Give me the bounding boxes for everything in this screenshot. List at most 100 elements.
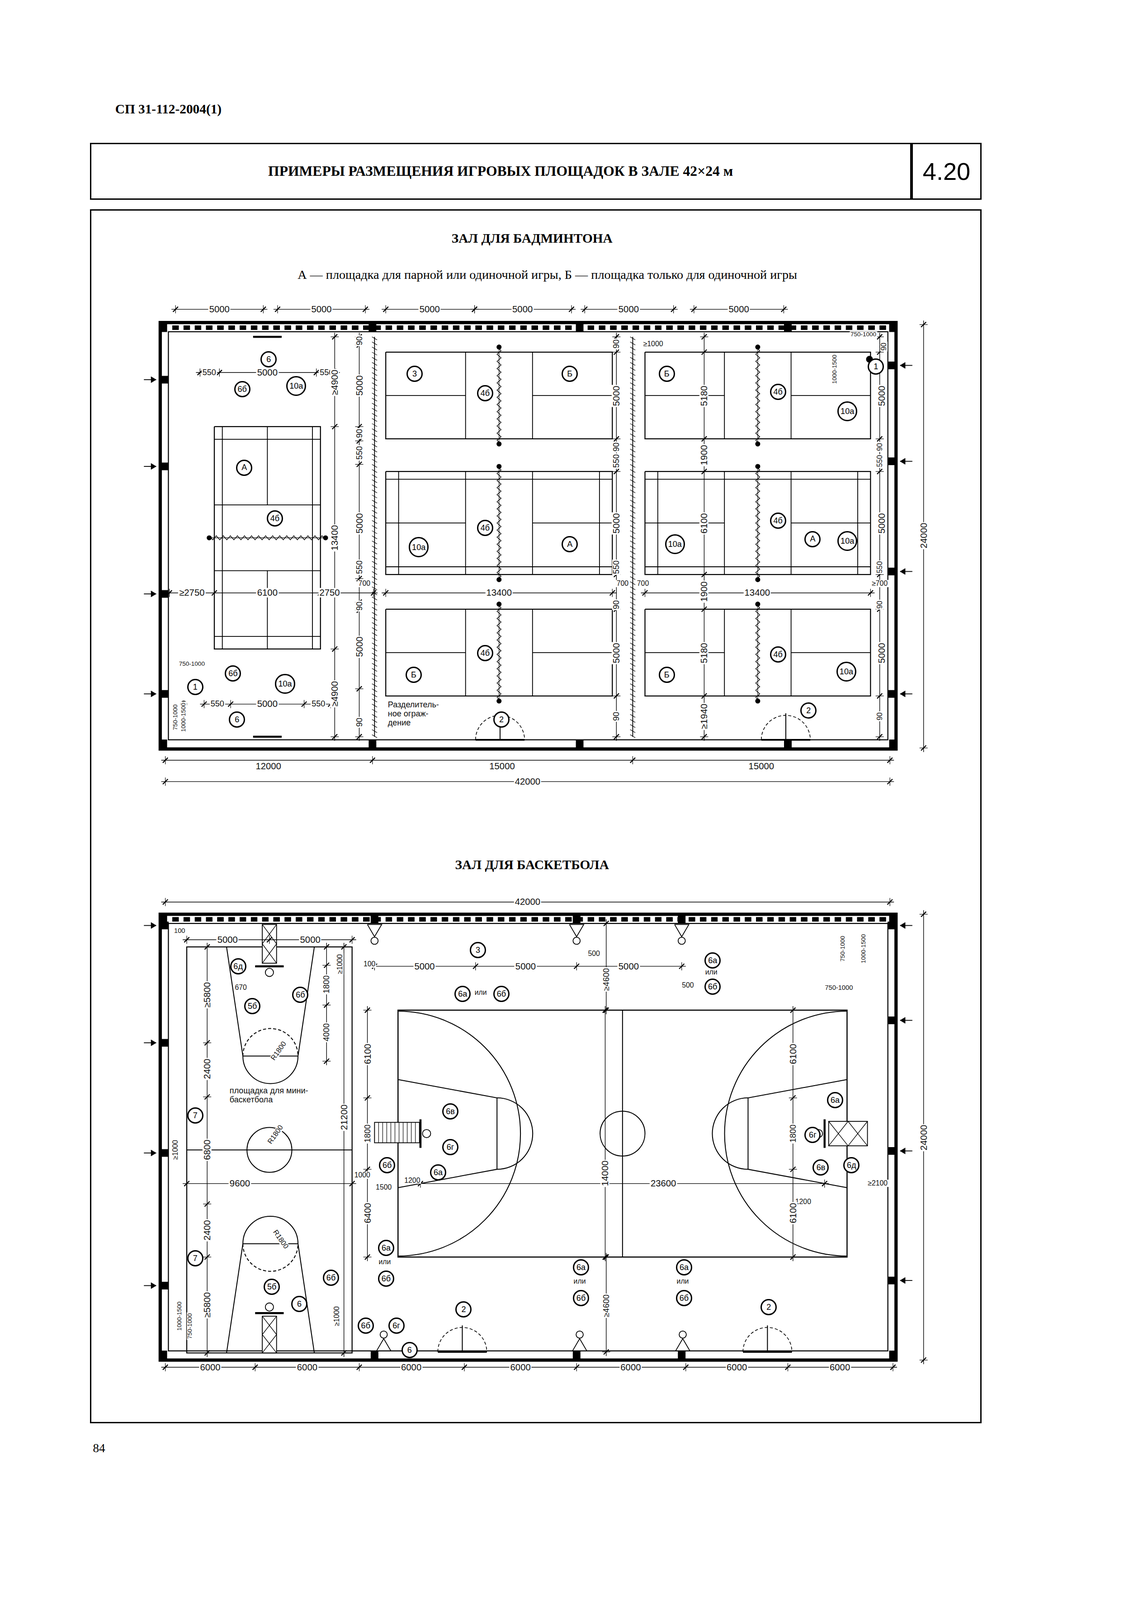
fence-hatch [372, 418, 378, 422]
net-post [755, 464, 761, 469]
dimension-label: ≥5800 [202, 981, 212, 1009]
fence-hatch [630, 719, 636, 723]
dimension-label: 6100 [256, 588, 279, 598]
extension-line [612, 438, 621, 440]
court-line [645, 652, 725, 654]
extension-line [602, 1257, 611, 1258]
radiator-fin [689, 917, 696, 922]
extension-line [363, 1169, 372, 1171]
extension-line [919, 747, 928, 749]
dimension-label: 21200 [339, 1103, 349, 1131]
dimension-label: 90 [354, 428, 364, 440]
extension-line [340, 946, 349, 948]
center-circle [246, 1128, 292, 1173]
outer-wall [160, 914, 896, 1361]
dimension-label: 550 [201, 368, 218, 377]
radiator-fin [801, 325, 808, 330]
extension-line [875, 352, 884, 353]
column [159, 1039, 169, 1047]
callout-text: 6б [496, 990, 506, 999]
dimension-line [161, 760, 895, 761]
fence-hatch [630, 525, 636, 529]
column [678, 913, 686, 925]
column [887, 1277, 898, 1285]
column [159, 1149, 169, 1158]
extension-line [351, 1180, 353, 1189]
callout-number: А [236, 459, 253, 477]
radiator-fin [868, 325, 875, 330]
callout-number: 10а [665, 534, 685, 555]
dimension-label: 5000 [727, 304, 751, 314]
radiator-fin [239, 917, 246, 922]
fence-hatch [372, 566, 378, 570]
fence-hatch [372, 648, 378, 652]
radiator-fin [441, 325, 449, 330]
extension-line [340, 1353, 349, 1354]
extension-line [372, 756, 373, 765]
radiator-fin [475, 325, 482, 330]
note-text: Разделитель- ное ограж- дение [387, 700, 450, 728]
callout-text: 10а [278, 680, 292, 689]
fence-hatch [372, 372, 378, 376]
fence-hatch [372, 403, 378, 407]
callout-number: 10а [837, 401, 858, 422]
fence-hatch [372, 535, 378, 539]
stand-hatch [394, 1122, 396, 1143]
badminton-net [755, 466, 760, 581]
radiator-fin [778, 917, 785, 922]
fence-hatch [372, 459, 378, 463]
extension-line [255, 1363, 256, 1372]
radiator-fin [453, 917, 460, 922]
radiator-fin [453, 325, 460, 330]
extension-line [165, 898, 166, 907]
fence-hatch [630, 490, 636, 494]
dimension-line [326, 943, 327, 1066]
extension-line [699, 736, 709, 737]
ring [380, 1331, 388, 1339]
extension-line [322, 965, 331, 966]
radiator-fin [497, 325, 505, 330]
radiator-fin [340, 917, 348, 922]
column [368, 740, 377, 751]
radiator-fin [239, 325, 246, 330]
badminton-net [755, 347, 760, 444]
column [887, 922, 898, 930]
door-leaf [785, 713, 787, 741]
dimension-label: 42000 [514, 777, 542, 787]
dimension-label: 1800 [788, 1124, 798, 1144]
arrow-head [151, 590, 156, 598]
badminton-net [496, 604, 501, 702]
court-line [532, 652, 613, 654]
extension-line [203, 700, 205, 709]
stand-hatch [398, 1122, 400, 1143]
arrow-head [900, 568, 906, 576]
fence-hatch [372, 678, 378, 682]
column [370, 1351, 378, 1362]
callout-text: 4б [270, 514, 280, 523]
fence-hatch [630, 694, 636, 698]
radiator-fin [845, 917, 853, 922]
callout-text: 1 [193, 683, 198, 692]
extension-line [644, 589, 646, 598]
extension-line [354, 736, 364, 737]
fence-hatch [630, 357, 636, 361]
dimension-label: 6100 [699, 512, 709, 535]
dimension-label: 670 [233, 984, 248, 992]
callout-text: 6 [266, 355, 271, 364]
radiator-fin [812, 917, 819, 922]
dimension-label: ≥4600 [602, 1294, 611, 1319]
fence-hatch [630, 612, 636, 616]
extension-line [870, 589, 871, 598]
net-post [323, 535, 328, 541]
radiator-fin [217, 325, 224, 330]
extension-line [571, 305, 572, 314]
callout-text: 4б [773, 516, 783, 525]
fence-hatch [630, 689, 636, 693]
fence-hatch [630, 586, 636, 591]
column [887, 568, 898, 576]
fence-hatch [630, 704, 636, 708]
callout-number: 6в [442, 1103, 459, 1120]
callout-number: 4б [477, 385, 494, 402]
radiator-fin [868, 917, 875, 922]
dimension-label: 550 [354, 559, 364, 576]
